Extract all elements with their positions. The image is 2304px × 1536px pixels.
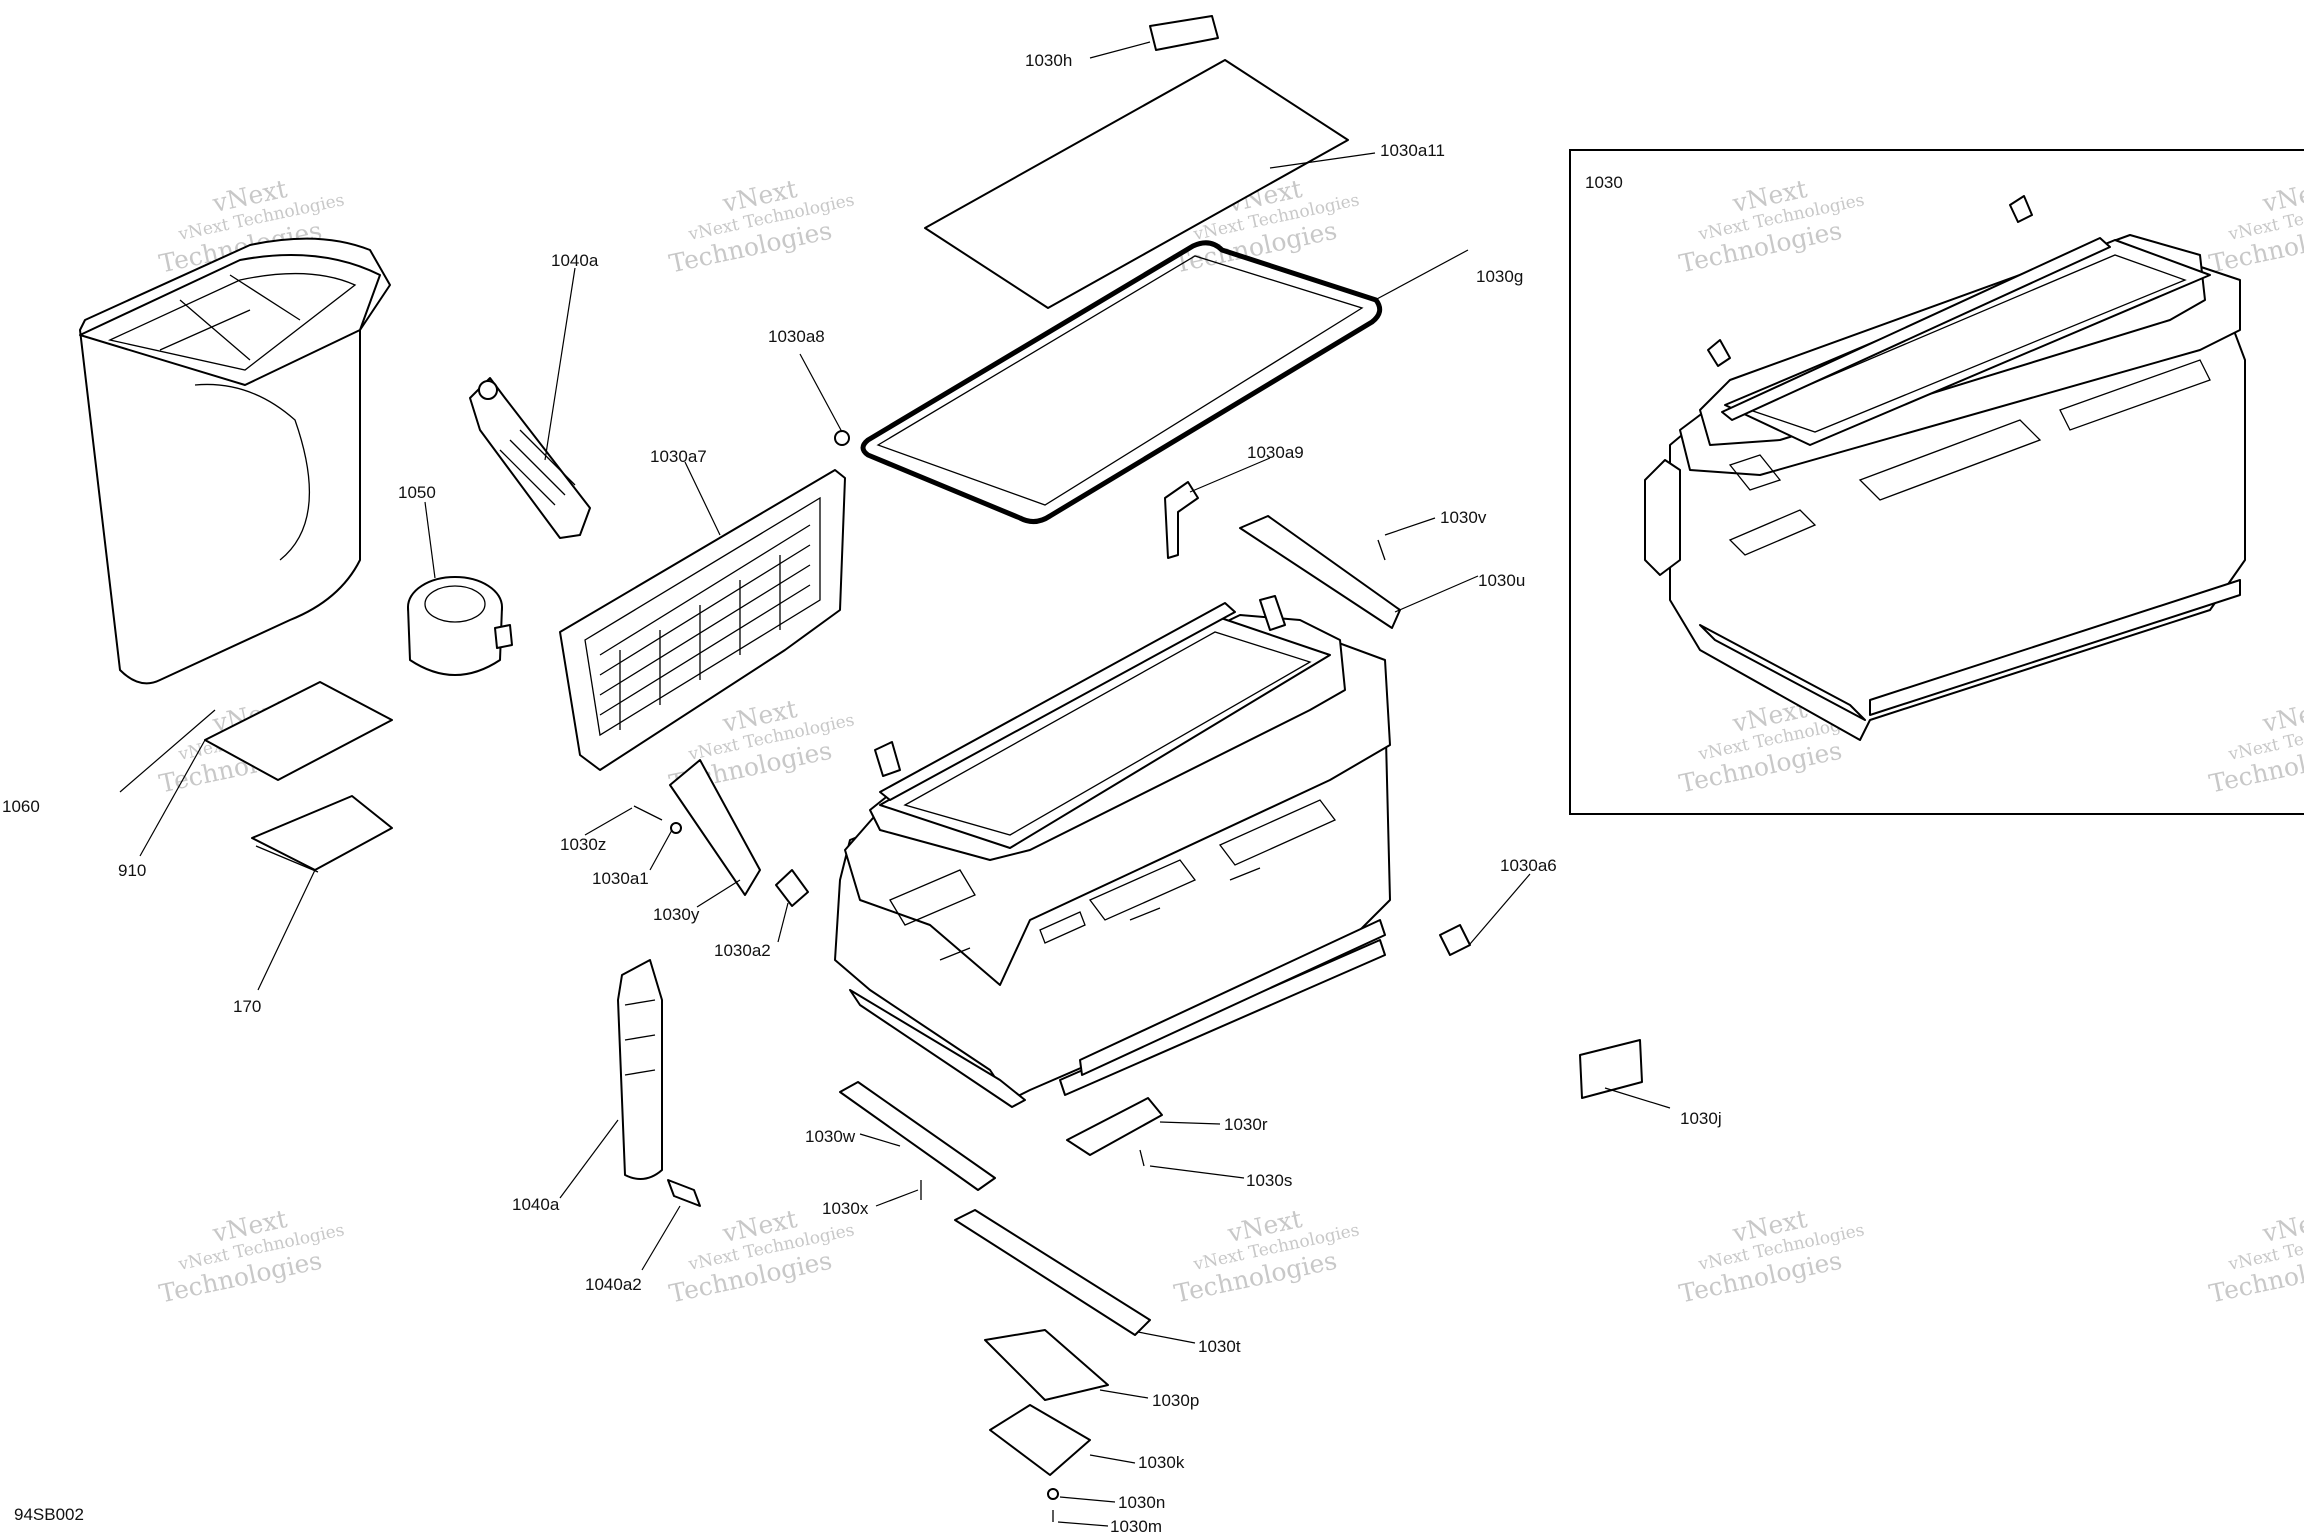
washer-1030n <box>1047 1488 1059 1500</box>
screw-1030v <box>1377 539 1386 561</box>
callout-label: 1030w <box>805 1127 856 1146</box>
callout-label: 1030a2 <box>714 941 771 960</box>
callout-label: 1050 <box>398 483 436 502</box>
gasket-1030g <box>860 240 1383 524</box>
latch-1030r <box>1066 1097 1163 1156</box>
storage-bag-1060 <box>79 237 391 685</box>
callout-label: 1030t <box>1198 1337 1241 1356</box>
rod-holder-1040a-lower <box>617 959 663 1180</box>
assembled-box-inset <box>1644 195 2246 741</box>
callout-label: 1030a6 <box>1500 856 1557 875</box>
callout-label: 1030y <box>653 905 700 924</box>
drain-plug-1030a6 <box>1439 924 1471 956</box>
callout-label: 1030a7 <box>650 447 707 466</box>
callout-label: 1030a11 <box>1380 141 1445 160</box>
latch-1030a9 <box>1164 481 1199 559</box>
callout-label: 1030a1 <box>592 869 649 888</box>
booklet-170 <box>251 795 393 871</box>
booklet-910 <box>204 681 393 781</box>
rail-1030w <box>839 1081 996 1191</box>
inset-frame <box>1569 149 2304 815</box>
decal-1030h <box>1149 15 1219 51</box>
clip-1030a2 <box>775 869 809 907</box>
callout-label: 1030m <box>1110 1517 1162 1536</box>
callout-leaders <box>119 41 1671 1527</box>
callout-label: 1030g <box>1476 267 1523 286</box>
pad-1030p <box>984 1329 1109 1401</box>
screw-1030z <box>633 805 663 821</box>
cup-holder-1050 <box>407 576 513 676</box>
part-1040a2 <box>667 1179 701 1207</box>
callout-label: 1030r <box>1224 1115 1268 1134</box>
callout-label: 1030u <box>1478 571 1525 590</box>
callout-label: 1030k <box>1138 1453 1185 1472</box>
callout-label: 1030n <box>1118 1493 1165 1512</box>
callout-label: 1030x <box>822 1199 869 1218</box>
label-1030j <box>1579 1039 1643 1099</box>
rod-holder-1040a-upper <box>469 377 591 539</box>
washer-1030a1 <box>670 822 682 834</box>
callout-label: 1030z <box>560 835 606 854</box>
inset-label: 1030 <box>1585 173 1623 192</box>
callout-label: 1030a9 <box>1247 443 1304 462</box>
lid-liner-1030a11 <box>924 59 1349 309</box>
handle-1030y <box>669 759 761 896</box>
callout-label: 1040a <box>551 251 599 270</box>
callout-label: 1030s <box>1246 1171 1292 1190</box>
callout-label: 1040a <box>512 1195 560 1214</box>
callout-label: 1030j <box>1680 1109 1722 1128</box>
storage-box-body <box>834 595 1391 1108</box>
booklet-170-fold <box>255 845 319 873</box>
callout-label: 1030h <box>1025 51 1072 70</box>
callout-label: 910 <box>118 861 146 880</box>
callout-label: 1030v <box>1440 508 1487 527</box>
strap-1030t <box>954 1209 1151 1336</box>
plate-1030k <box>989 1404 1091 1476</box>
callout-labels: 1030h 1030a11 1030g 1030a8 1030a9 1030v 1030u 1… <box>2 51 1722 1536</box>
net-panel-1030a7 <box>559 469 846 771</box>
screw-1030a8 <box>834 430 850 446</box>
callout-label: 1060 <box>2 797 40 816</box>
callout-label: 1030a8 <box>768 327 825 346</box>
screw-1030s <box>1139 1149 1145 1167</box>
callout-label: 1030p <box>1152 1391 1199 1410</box>
callout-label: 1040a2 <box>585 1275 642 1294</box>
drawing-code: 94SB002 <box>14 1505 84 1524</box>
callout-label: 170 <box>233 997 261 1016</box>
